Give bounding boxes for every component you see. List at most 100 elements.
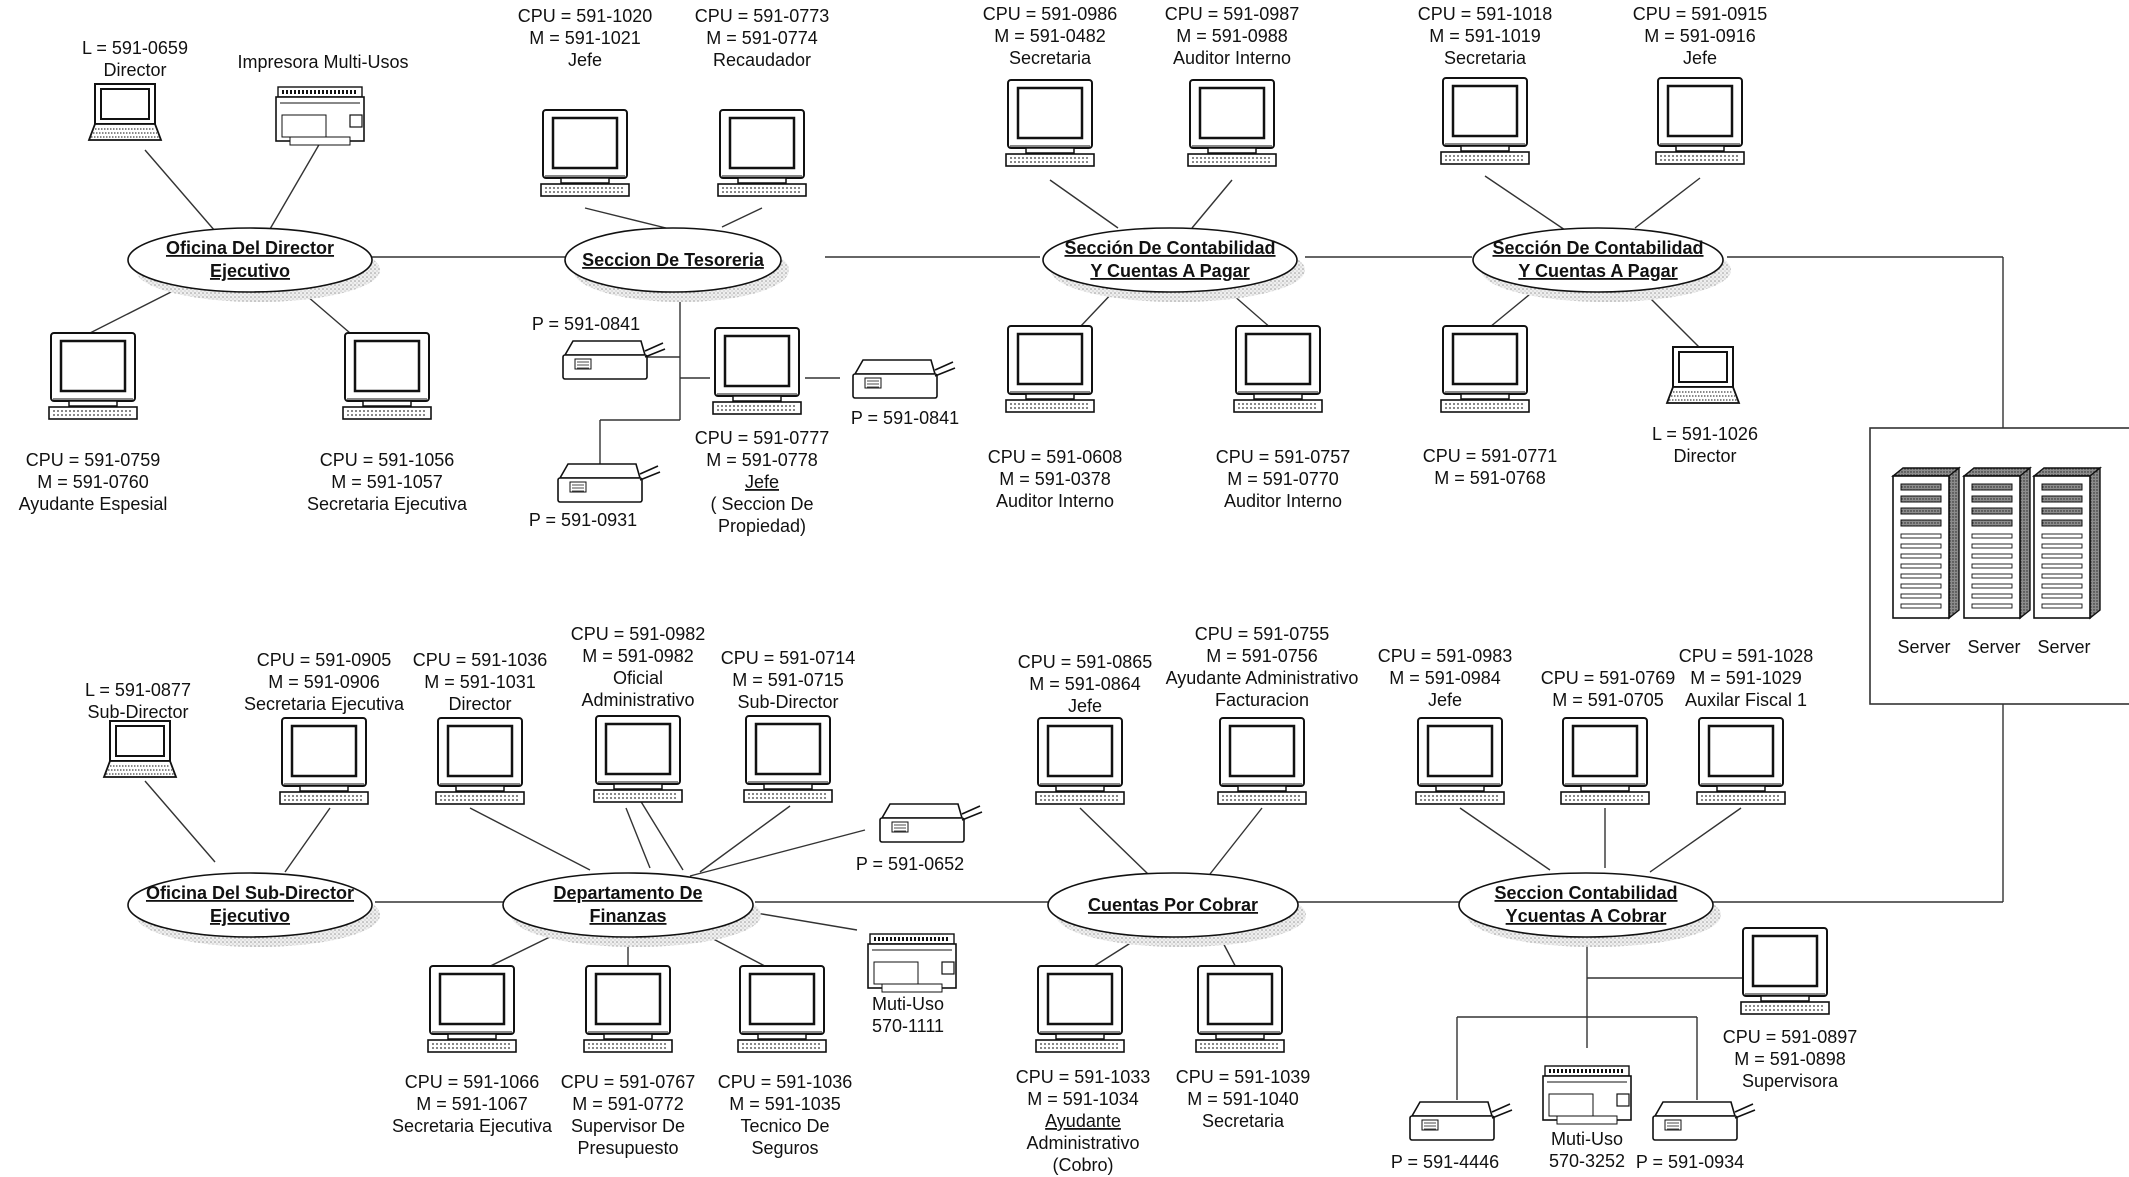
server-label: Server (2037, 637, 2090, 657)
device-label: Tecnico De (740, 1116, 829, 1136)
device-printer: P = 591-0652 (856, 803, 983, 874)
device-label: CPU = 591-1036 (718, 1072, 853, 1092)
device-label: CPU = 591-1039 (1176, 1067, 1311, 1087)
server-icon (1892, 467, 1960, 619)
device-label: 570-1111 (872, 1016, 944, 1036)
hub-oficina-sub-director: Oficina Del Sub-Director Ejecutivo (127, 872, 380, 947)
device-label: P = 591-4446 (1391, 1152, 1499, 1172)
device-label: M = 591-0760 (37, 472, 149, 492)
device-label: M = 591-0984 (1389, 668, 1501, 688)
hub-label: Sección De Contabilidad (1492, 238, 1703, 258)
device-label: Auditor Interno (996, 491, 1114, 511)
device-label: M = 591-1067 (416, 1094, 528, 1114)
device-label: Presupuesto (577, 1138, 678, 1158)
multifunction-printer-icon (1541, 1064, 1633, 1126)
server-label: Server (1967, 637, 2020, 657)
device-label: Muti-Uso (1551, 1129, 1623, 1149)
server-label: Server (1897, 637, 1950, 657)
computer-monitor-icon (1695, 716, 1787, 806)
device-label: Sub-Director (737, 692, 838, 712)
device-label: M = 591-0864 (1029, 674, 1141, 694)
device-label: CPU = 591-0773 (695, 6, 830, 26)
device-label: Supervisor De (571, 1116, 685, 1136)
server-room: Server Server Server (1869, 427, 2129, 705)
device-label: Facturacion (1215, 690, 1309, 710)
hub-departamento-finanzas: Departamento De Finanzas (502, 872, 761, 947)
device-label: Jefe (1428, 690, 1462, 710)
device-label: CPU = 591-1066 (405, 1072, 540, 1092)
computer-monitor-icon (592, 714, 684, 804)
printer-icon (1652, 1101, 1756, 1141)
hub-oficina-director-ejecutivo: Oficina Del Director Ejecutivo (127, 227, 380, 302)
device-printer: P = 591-0931 (529, 463, 661, 530)
device-label: M = 591-1031 (424, 672, 536, 692)
device-printer: P = 591-0934 (1636, 1101, 1756, 1172)
printer-icon (562, 340, 666, 380)
device-label: Auxilar Fiscal 1 (1685, 690, 1807, 710)
device-label: M = 591-1034 (1027, 1089, 1139, 1109)
device-label: M = 591-1040 (1187, 1089, 1299, 1109)
computer-monitor-icon (278, 716, 370, 806)
device-label: CPU = 591-0897 (1723, 1027, 1858, 1047)
computer-monitor-icon (736, 964, 828, 1054)
computer-monitor-icon (1414, 716, 1506, 806)
computer-monitor-icon (1439, 76, 1531, 166)
device-label: L = 591-0877 (85, 680, 191, 700)
computer-monitor-icon (1034, 716, 1126, 806)
device-label: CPU = 591-0905 (257, 650, 392, 670)
device-label: Propiedad) (718, 516, 806, 536)
device-label: CPU = 591-1028 (1679, 646, 1814, 666)
hub-label: Seccion De Tesoreria (582, 250, 765, 270)
device-label: CPU = 591-1020 (518, 6, 653, 26)
hub-label: Ejecutivo (210, 906, 290, 926)
device-label: 570-3252 (1549, 1151, 1625, 1171)
device-label: Secretaria (1009, 48, 1092, 68)
hub-label: Oficina Del Sub-Director (146, 883, 354, 903)
hub-label: Finanzas (589, 906, 666, 926)
device-label: Auditor Interno (1173, 48, 1291, 68)
device-label: Administrativo (581, 690, 694, 710)
multifunction-printer-icon (866, 932, 958, 994)
device-label: CPU = 591-0777 (695, 428, 830, 448)
computer-monitor-icon (716, 108, 808, 198)
computer-monitor-icon (1194, 964, 1286, 1054)
device-label: Jefe (1068, 696, 1102, 716)
device-label: CPU = 591-0986 (983, 4, 1118, 24)
server-icon (1963, 467, 2031, 619)
device-label: CPU = 591-0755 (1195, 624, 1330, 644)
computer-monitor-icon (1439, 324, 1531, 414)
computer-monitor-icon (426, 964, 518, 1054)
device-label: M = 591-0378 (999, 469, 1111, 489)
device-label: Director (448, 694, 511, 714)
hub-label: Y Cuentas A Pagar (1518, 261, 1677, 281)
hub-label: Oficina Del Director (166, 238, 334, 258)
device-label: P = 591-0841 (851, 408, 959, 428)
device-label: L = 591-0659 (82, 38, 188, 58)
device-label: CPU = 591-0759 (26, 450, 161, 470)
device-label: M = 591-0906 (268, 672, 380, 692)
device-label: Oficial (613, 668, 663, 688)
device-multi: Impresora Multi-Usos (237, 52, 409, 147)
device-label: CPU = 591-0757 (1216, 447, 1351, 467)
computer-monitor-icon (711, 326, 803, 416)
computer-monitor-icon (1004, 78, 1096, 168)
device-label: CPU = 591-1018 (1418, 4, 1553, 24)
computer-monitor-icon (539, 108, 631, 198)
device-label: M = 591-1019 (1429, 26, 1541, 46)
device-label: Director (1673, 446, 1736, 466)
hub-label: Y Cuentas A Pagar (1090, 261, 1249, 281)
hub-label: Ejecutivo (210, 261, 290, 281)
laptop-icon (1666, 346, 1740, 404)
device-label: P = 591-0652 (856, 854, 964, 874)
computer-monitor-icon (1004, 324, 1096, 414)
device-label: Supervisora (1742, 1071, 1839, 1091)
